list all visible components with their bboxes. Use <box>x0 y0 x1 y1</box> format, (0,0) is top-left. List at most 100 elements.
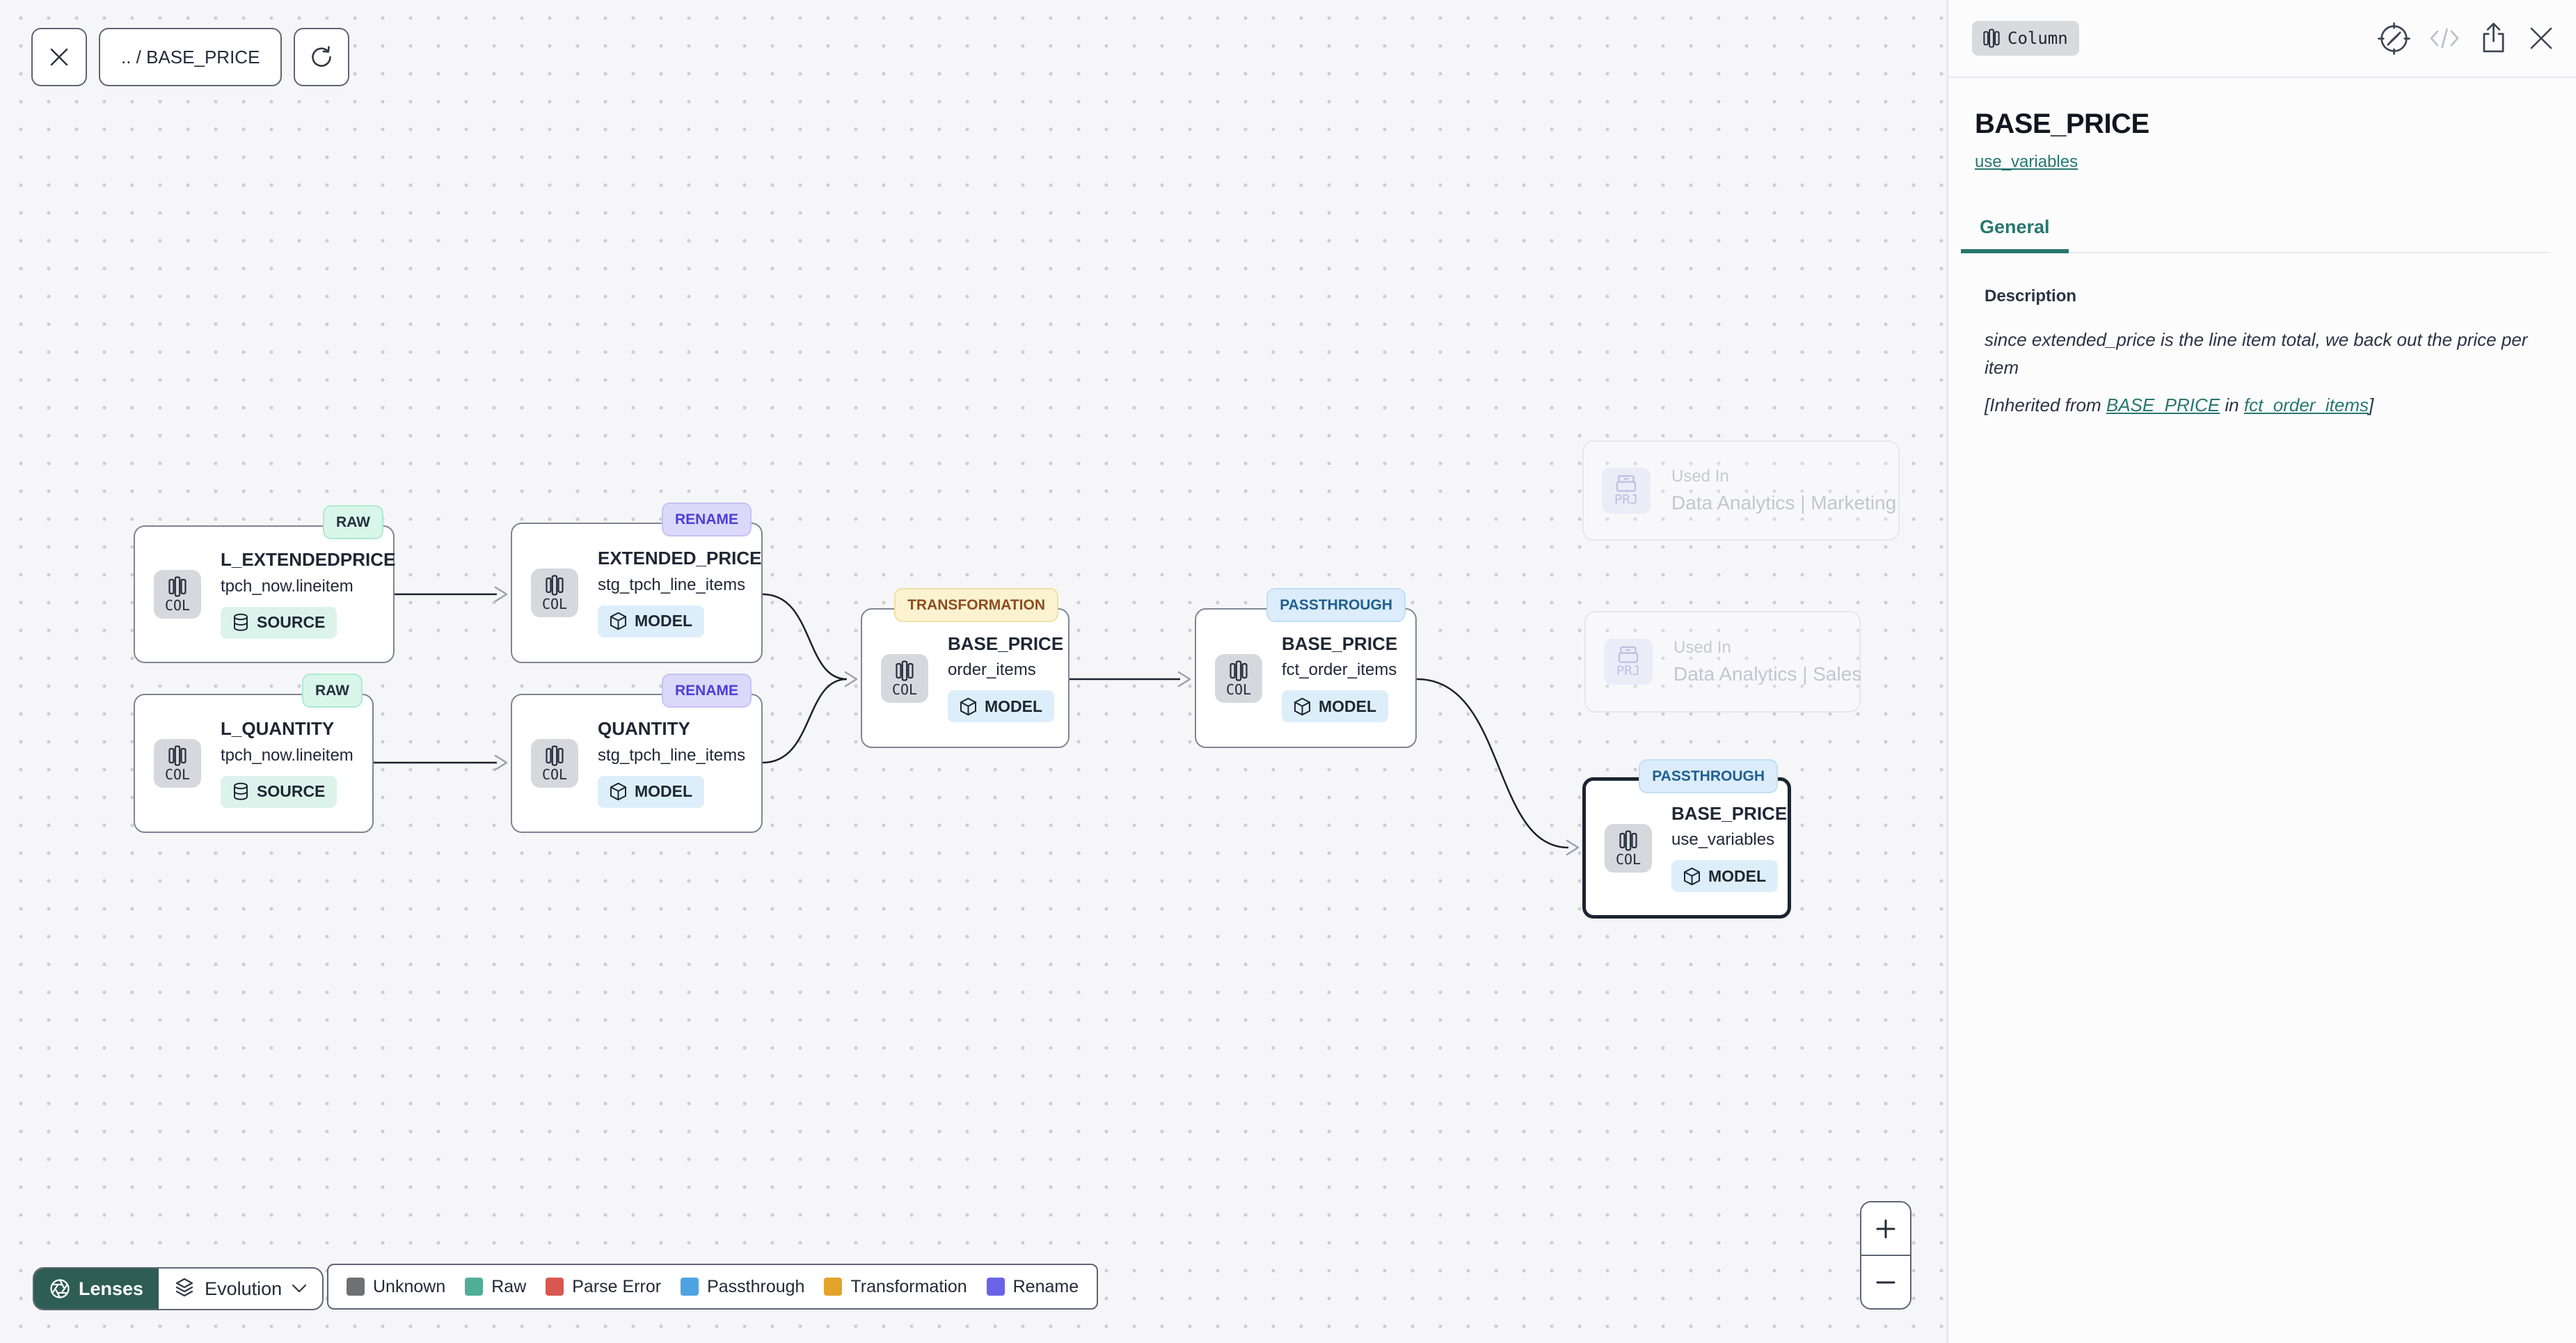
lineage-node-l-quantity[interactable]: RAW COL L_QUANTITY tpch_now.lineitem SOU… <box>134 674 374 833</box>
inherited-column-link[interactable]: BASE_PRICE <box>2106 394 2220 415</box>
lenses-button[interactable]: Lenses <box>34 1269 159 1309</box>
node-title: L_QUANTITY <box>221 718 335 740</box>
close-icon <box>2530 27 2552 49</box>
columns-icon <box>896 660 914 681</box>
materialization-chip: MODEL <box>598 605 705 637</box>
columns-icon <box>1983 29 2000 48</box>
used-in-subtitle: Data Analytics | Marketing <box>1671 492 1897 514</box>
legend-item: Unknown <box>347 1277 445 1297</box>
used-in-node-marketing[interactable]: PRJ Used In Data Analytics | Marketing <box>1582 440 1900 541</box>
compass-icon <box>2378 22 2410 55</box>
column-kind-chip: COL <box>1215 653 1262 703</box>
description-text: since extended_price is the line item to… <box>1985 329 2528 379</box>
share-button[interactable] <box>2479 22 2509 54</box>
legend-swatch <box>465 1278 484 1296</box>
node-subtitle: tpch_now.lineitem <box>221 576 353 596</box>
materialization-label: MODEL <box>985 697 1043 715</box>
node-title: L_EXTENDEDPRICE <box>221 549 396 571</box>
column-kind-chip: COL <box>531 739 578 788</box>
close-lineage-button[interactable] <box>31 28 87 86</box>
lens-badge: PASSTHROUGH <box>1639 759 1778 793</box>
kind-label: PRJ <box>1616 663 1641 678</box>
kind-label: COL <box>164 597 191 614</box>
legend-item: Passthrough <box>681 1277 804 1297</box>
cube-icon <box>1684 867 1700 886</box>
refresh-button[interactable] <box>294 28 350 86</box>
legend-swatch <box>546 1278 564 1296</box>
code-icon <box>2430 28 2459 49</box>
materialization-chip: SOURCE <box>221 775 337 808</box>
columns-icon <box>546 575 564 596</box>
kind-label: COL <box>1225 681 1252 698</box>
description-section: Description since extended_price is the … <box>1975 253 2550 416</box>
used-in-title: Used In <box>1673 638 1731 657</box>
legend-swatch <box>347 1278 365 1296</box>
lens-badge: RENAME <box>661 674 752 708</box>
materialization-label: SOURCE <box>257 613 326 632</box>
legend-item: Rename <box>986 1277 1079 1297</box>
entity-type-label: Column <box>2007 29 2068 48</box>
lens-legend: Unknown Raw Parse Error Passthrough Tran… <box>327 1264 1099 1310</box>
inherited-note: [Inherited from BASE_PRICE in fct_order_… <box>1985 394 2374 415</box>
locate-in-graph-button[interactable] <box>2378 22 2410 55</box>
close-panel-button[interactable] <box>2527 24 2555 52</box>
tab-general[interactable]: General <box>1961 209 2069 253</box>
breadcrumb-label: .. / BASE_PRICE <box>121 46 260 67</box>
node-subtitle: tpch_now.lineitem <box>221 745 353 765</box>
lens-badge: RAW <box>302 674 363 708</box>
cube-icon <box>610 783 626 801</box>
lineage-canvas[interactable]: .. / BASE_PRICE RAW COL L_EXTENDEDPRICE … <box>0 0 1947 1343</box>
close-icon <box>50 48 68 66</box>
kind-label: COL <box>164 766 191 783</box>
zoom-in-button[interactable] <box>1861 1202 1910 1255</box>
materialization-label: MODEL <box>1708 866 1767 885</box>
lineage-node-extended-price[interactable]: RENAME COL EXTENDED_PRICE stg_tpch_line_… <box>511 502 763 663</box>
lens-badge: RENAME <box>661 502 752 537</box>
columns-icon <box>1619 829 1637 851</box>
cube-icon <box>960 697 976 716</box>
node-subtitle: use_variables <box>1671 830 1775 850</box>
legend-swatch <box>681 1278 699 1296</box>
lenses-label: Lenses <box>79 1278 144 1299</box>
node-subtitle: stg_tpch_line_items <box>598 745 746 765</box>
used-in-node-sales[interactable]: PRJ Used In Data Analytics | Sales <box>1584 611 1861 713</box>
model-link[interactable]: use_variables <box>1975 152 2078 171</box>
materialization-chip: MODEL <box>598 775 705 808</box>
panel-header: Column <box>1948 0 2576 78</box>
materialization-chip: MODEL <box>1671 860 1779 893</box>
used-in-title: Used In <box>1671 467 1729 486</box>
lineage-node-base-price-order-items[interactable]: TRANSFORMATION COL BASE_PRICE order_item… <box>861 588 1070 748</box>
zoom-out-button[interactable] <box>1861 1255 1910 1308</box>
node-title: BASE_PRICE <box>1671 802 1788 824</box>
chevron-down-icon <box>292 1284 307 1293</box>
materialization-label: SOURCE <box>257 782 326 801</box>
aperture-icon <box>50 1279 70 1298</box>
legend-item: Parse Error <box>546 1277 661 1297</box>
breadcrumb[interactable]: .. / BASE_PRICE <box>99 28 283 86</box>
legend-swatch <box>824 1278 843 1296</box>
cube-icon <box>1294 697 1310 716</box>
inherited-model-link[interactable]: fct_order_items <box>2243 394 2369 415</box>
lineage-node-quantity[interactable]: RENAME COL QUANTITY stg_tpch_line_items … <box>511 674 763 833</box>
legend-item: Raw <box>465 1277 526 1297</box>
node-subtitle: order_items <box>948 660 1036 680</box>
share-icon <box>2483 22 2504 53</box>
node-title: EXTENDED_PRICE <box>598 548 762 569</box>
kind-label: COL <box>1615 850 1641 868</box>
node-title: BASE_PRICE <box>1282 633 1398 654</box>
page-title: BASE_PRICE <box>1975 109 2149 139</box>
lineage-node-l-extendedprice[interactable]: RAW COL L_EXTENDEDPRICE tpch_now.lineite… <box>134 505 396 663</box>
panel-tabs: General <box>1961 209 2550 253</box>
view-code-button[interactable] <box>2429 25 2460 51</box>
lens-dropdown-value: Evolution <box>205 1278 283 1299</box>
project-icon <box>1618 646 1639 663</box>
column-kind-chip: COL <box>154 570 201 619</box>
lens-dropdown[interactable]: Evolution <box>159 1269 322 1309</box>
node-subtitle: fct_order_items <box>1282 660 1397 680</box>
lineage-node-base-price-use-variables-selected[interactable]: PASSTHROUGH COL BASE_PRICE use_variables… <box>1582 759 1791 919</box>
legend-swatch <box>986 1278 1005 1296</box>
node-subtitle: stg_tpch_line_items <box>598 575 746 594</box>
lineage-node-base-price-fct-order-items[interactable]: PASSTHROUGH COL BASE_PRICE fct_order_ite… <box>1195 588 1417 748</box>
lens-badge: RAW <box>323 505 383 539</box>
kind-label: COL <box>541 596 568 612</box>
